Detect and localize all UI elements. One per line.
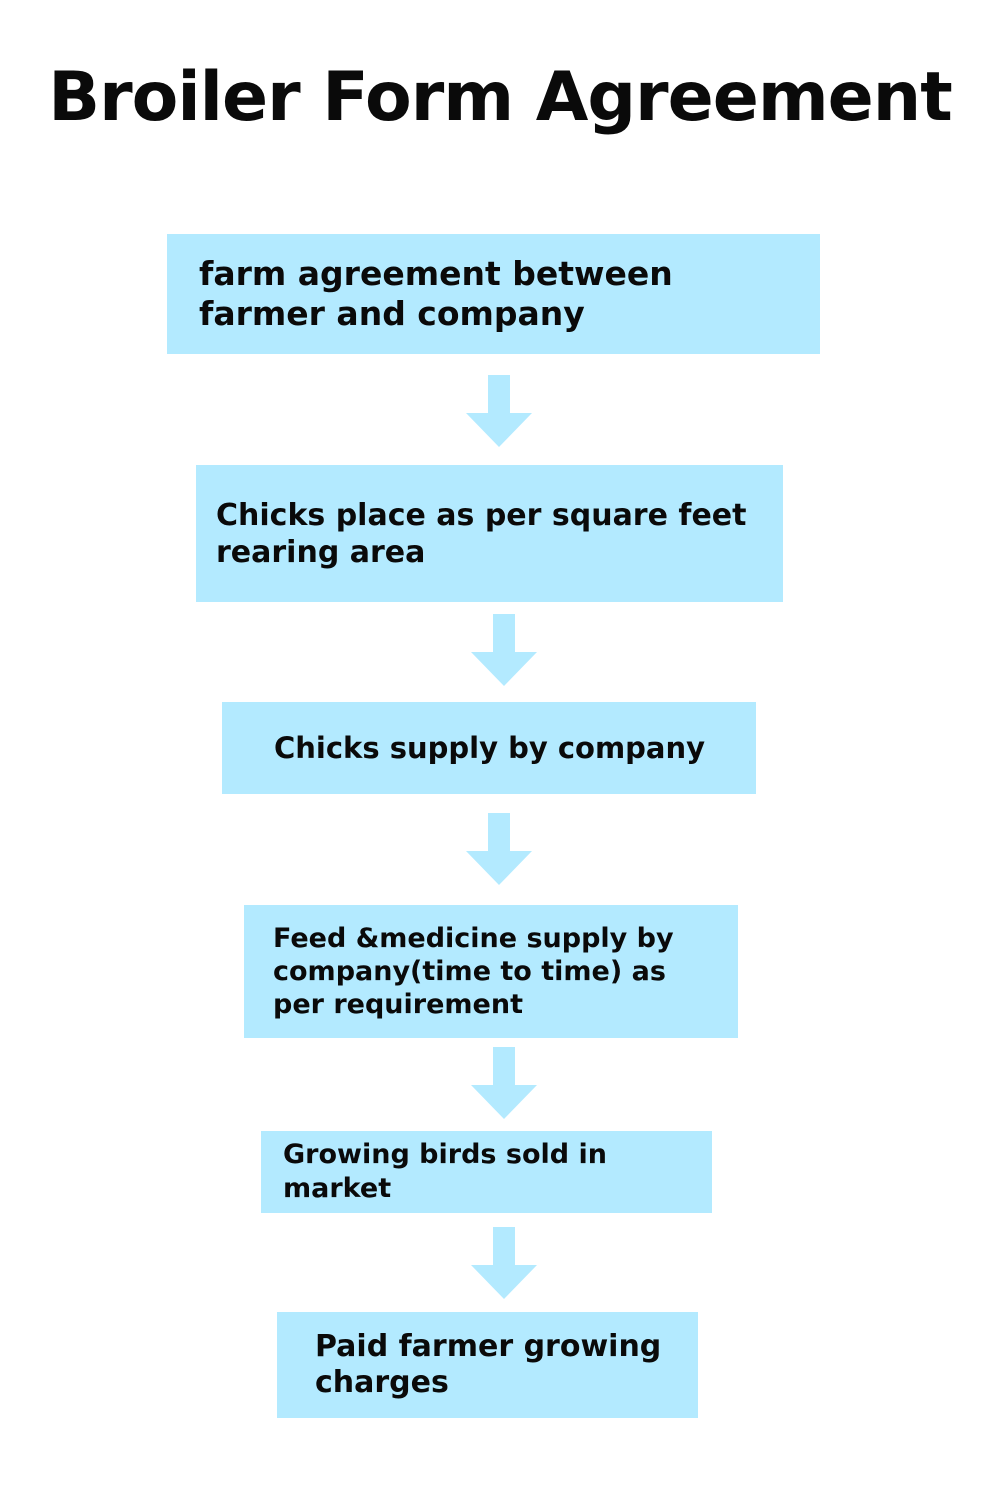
flow-step-feed-medicine-supply: Feed &medicine supply by company(time to…: [244, 905, 738, 1038]
flow-step-label: Chicks place as per square feet rearing …: [216, 497, 747, 570]
flow-step-farm-agreement: farm agreement between farmer and compan…: [167, 234, 820, 354]
flow-step-label: Paid farmer growing charges: [315, 1329, 662, 1400]
flow-step-label: farm agreement between farmer and compan…: [199, 254, 673, 333]
arrow-down-icon: [471, 614, 537, 686]
flow-step-farmer-paid: Paid farmer growing charges: [277, 1312, 698, 1418]
flow-step-label: Growing birds sold in market: [283, 1139, 607, 1204]
flow-step-label: Feed &medicine supply by company(time to…: [273, 923, 674, 1020]
arrow-down-icon: [466, 375, 532, 447]
flow-step-chicks-supply: Chicks supply by company: [222, 702, 756, 794]
arrow-down-icon: [466, 813, 532, 885]
flow-step-label: Chicks supply by company: [274, 731, 706, 765]
page-title: Broiler Form Agreement: [48, 58, 952, 137]
flow-step-chicks-placement: Chicks place as per square feet rearing …: [196, 465, 783, 602]
arrow-down-icon: [471, 1227, 537, 1299]
flow-step-birds-sold: Growing birds sold in market: [261, 1131, 712, 1213]
arrow-down-icon: [471, 1047, 537, 1119]
